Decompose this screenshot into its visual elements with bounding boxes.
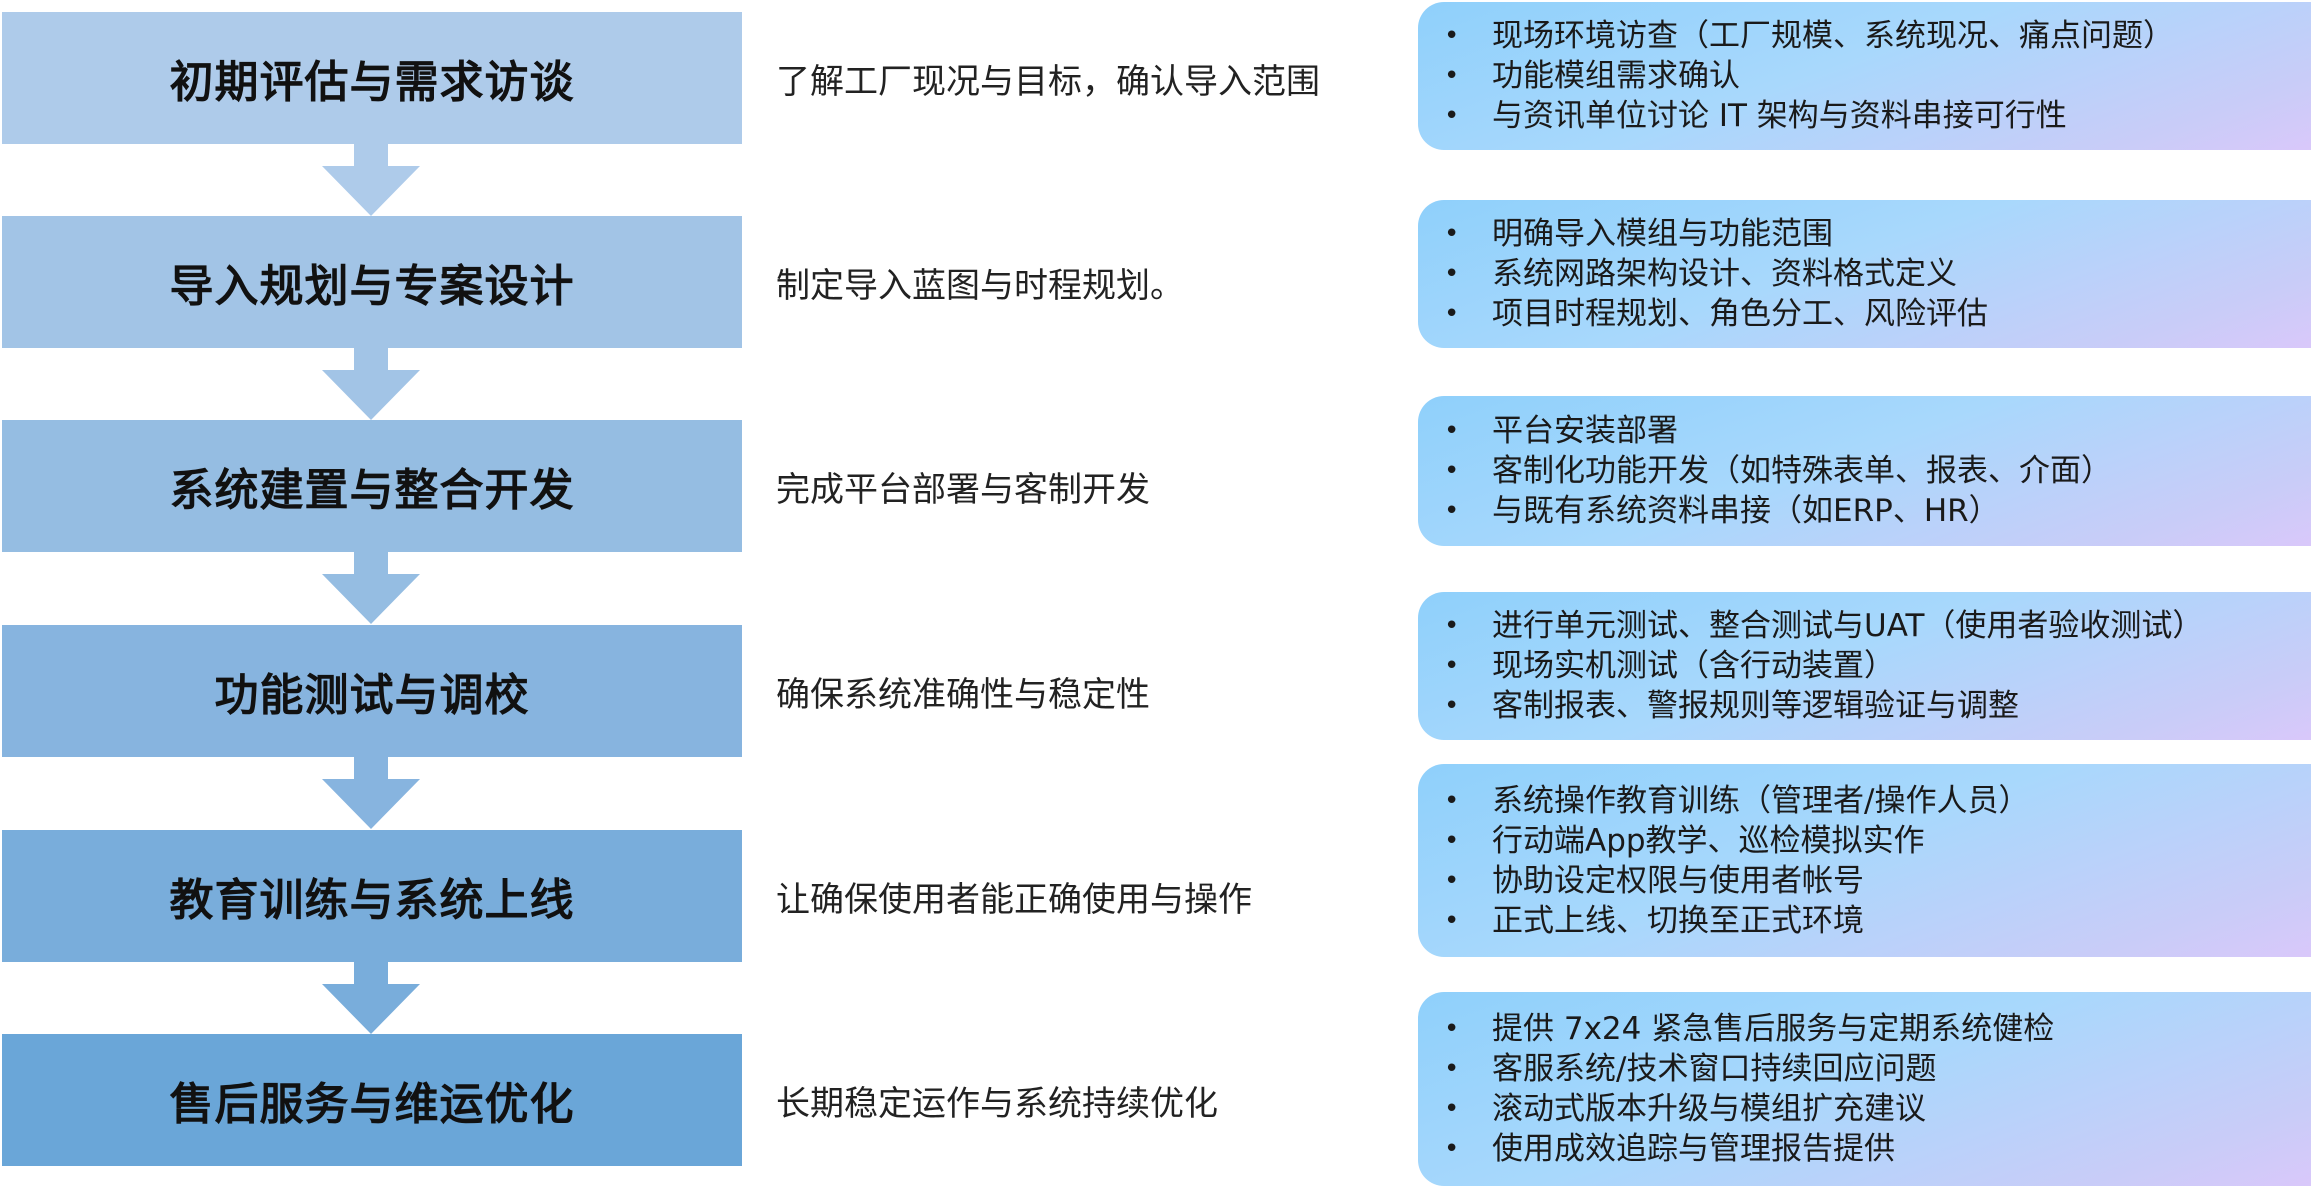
details-list-item: • 系统网路架构设计、资料格式定义 xyxy=(1444,254,2311,294)
details-item-text: 明确导入模组与功能范围 xyxy=(1492,216,1833,252)
bullet-icon: • xyxy=(1444,825,1460,856)
details-list-item: • 行动端App教学、巡检模拟实作 xyxy=(1444,821,2311,861)
bullet-icon: • xyxy=(1444,905,1460,936)
details-list-item: • 系统操作教育训练（管理者/操作人员） xyxy=(1444,781,2311,821)
details-item-text: 行动端App教学、巡检模拟实作 xyxy=(1492,822,1925,859)
details-list-item: • 客制报表、警报规则等逻辑验证与调整 xyxy=(1444,686,2311,726)
details-item-text: 与既有系统资料串接（如ERP、HR） xyxy=(1492,493,2000,529)
details-item-text: 进行单元测试、整合测试与UAT（使用者验收测试） xyxy=(1492,608,2204,644)
step-details-card: • 提供 7x24 紧急售后服务与定期系统健检 • 客服系统/技术窗口持续回应问题 • 滚… xyxy=(1418,992,2311,1186)
details-list: • 提供 7x24 紧急售后服务与定期系统健检 • 客服系统/技术窗口持续回应问题 • 滚… xyxy=(1444,1009,2311,1169)
step-description: 完成平台部署与客制开发 xyxy=(776,469,1150,510)
details-item-text: 功能模组需求确认 xyxy=(1492,58,1740,94)
bullet-icon: • xyxy=(1444,456,1460,486)
step-description: 了解工厂现况与目标，确认导入范围 xyxy=(776,61,1320,102)
details-item-text: 滚动式版本升级与模组扩充建议 xyxy=(1492,1091,1926,1127)
step-details-card: • 明确导入模组与功能范围 • 系统网路架构设计、资料格式定义 • 项目时程规划、角色分工… xyxy=(1418,200,2311,348)
step-box: 售后服务与维运优化 xyxy=(2,1034,742,1166)
details-list-item: • 协助设定权限与使用者帐号 xyxy=(1444,861,2311,901)
bullet-icon: • xyxy=(1444,259,1460,289)
step-box: 教育训练与系统上线 xyxy=(2,830,742,962)
details-item-text: 提供 7x24 紧急售后服务与定期系统健检 xyxy=(1492,1011,2055,1047)
details-list-item: • 与既有系统资料串接（如ERP、HR） xyxy=(1444,491,2311,531)
details-list-item: • 滚动式版本升级与模组扩充建议 xyxy=(1444,1089,2311,1129)
details-item-text: 客制报表、警报规则等逻辑验证与调整 xyxy=(1492,688,2019,724)
bullet-icon: • xyxy=(1444,1014,1460,1044)
details-list: • 明确导入模组与功能范围 • 系统网路架构设计、资料格式定义 • 项目时程规划、角色分工… xyxy=(1444,214,2311,334)
step-box: 功能测试与调校 xyxy=(2,625,742,757)
step-details-card: • 平台安装部署 • 客制化功能开发（如特殊表单、报表、介面） • 与既有系统资料串接（如… xyxy=(1418,396,2311,546)
details-list-item: • 客制化功能开发（如特殊表单、报表、介面） xyxy=(1444,451,2311,491)
details-list-item: • 现场实机测试（含行动装置） xyxy=(1444,646,2311,686)
details-item-text: 与资讯单位讨论 IT 架构与资料串接可行性 xyxy=(1492,98,2067,134)
step-title: 售后服务与维运优化 xyxy=(169,1079,575,1130)
details-list-item: • 明确导入模组与功能范围 xyxy=(1444,214,2311,254)
details-list-item: • 使用成效追踪与管理报告提供 xyxy=(1444,1129,2311,1169)
details-list-item: • 提供 7x24 紧急售后服务与定期系统健检 xyxy=(1444,1009,2311,1049)
step-description: 让确保使用者能正确使用与操作 xyxy=(776,879,1252,920)
bullet-icon: • xyxy=(1444,1054,1460,1084)
step-description: 制定导入蓝图与时程规划。 xyxy=(776,265,1184,306)
details-list: •进行单元测试、整合测试与UAT（使用者验收测试）•现场实机测试（含行动装置）•… xyxy=(1444,606,2311,726)
bullet-icon: • xyxy=(1444,101,1460,131)
details-item-text: 协助设定权限与使用者帐号 xyxy=(1492,862,1864,899)
bullet-icon: • xyxy=(1444,651,1460,681)
down-arrow-icon xyxy=(322,757,420,829)
step-title: 教育训练与系统上线 xyxy=(169,875,575,926)
step-title: 初期评估与需求访谈 xyxy=(169,57,575,108)
details-list-item: • 进行单元测试、整合测试与UAT（使用者验收测试） xyxy=(1444,606,2311,646)
step-title: 系统建置与整合开发 xyxy=(169,465,575,516)
down-arrow-icon xyxy=(322,962,420,1034)
details-item-text: 平台安装部署 xyxy=(1492,413,1678,449)
details-list-item: • 与资讯单位讨论 IT 架构与资料串接可行性 xyxy=(1444,96,2311,136)
details-list: • 平台安装部署 • 客制化功能开发（如特殊表单、报表、介面） • 与既有系统资料串接（如… xyxy=(1444,411,2311,531)
details-item-text: 现场环境访查（工厂规模、系统现况、痛点问题） xyxy=(1492,18,2174,54)
details-item-text: 使用成效追踪与管理报告提供 xyxy=(1492,1131,1895,1167)
bullet-icon: • xyxy=(1444,299,1460,329)
step-description: 确保系统准确性与稳定性 xyxy=(776,674,1150,715)
step-description: 长期稳定运作与系统持续优化 xyxy=(776,1083,1218,1124)
step-details-card: • 系统操作教育训练（管理者/操作人员） • 行动端App教学、巡检模拟实作 • 协助设定… xyxy=(1418,764,2311,957)
step-box: 导入规划与专案设计 xyxy=(2,216,742,348)
details-list-item: • 项目时程规划、角色分工、风险评估 xyxy=(1444,294,2311,334)
step-box: 系统建置与整合开发 xyxy=(2,420,742,552)
details-item-text: 现场实机测试（含行动装置） xyxy=(1492,648,1895,684)
details-list: • 系统操作教育训练（管理者/操作人员） • 行动端App教学、巡检模拟实作 • 协助设定… xyxy=(1444,781,2311,941)
details-item-text: 客服系统/技术窗口持续回应问题 xyxy=(1492,1051,1937,1087)
details-item-text: 系统网路架构设计、资料格式定义 xyxy=(1492,256,1957,292)
bullet-icon: • xyxy=(1444,611,1460,641)
bullet-icon: • xyxy=(1444,865,1460,896)
bullet-icon: • xyxy=(1444,219,1460,249)
details-list-item: • 正式上线、切换至正式环境 xyxy=(1444,901,2311,941)
bullet-icon: • xyxy=(1444,496,1460,526)
bullet-icon: • xyxy=(1444,416,1460,446)
bullet-icon: • xyxy=(1444,61,1460,91)
bullet-icon: • xyxy=(1444,785,1460,816)
step-title: 导入规划与专案设计 xyxy=(169,261,575,312)
down-arrow-icon xyxy=(322,144,420,216)
details-list-item: • 平台安装部署 xyxy=(1444,411,2311,451)
bullet-icon: • xyxy=(1444,1094,1460,1124)
step-box: 初期评估与需求访谈 xyxy=(2,12,742,144)
details-list: • 现场环境访查（工厂规模、系统现况、痛点问题） • 功能模组需求确认 • 与资讯单位讨论… xyxy=(1444,16,2311,136)
bullet-icon: • xyxy=(1444,691,1460,721)
details-item-text: 客制化功能开发（如特殊表单、报表、介面） xyxy=(1492,453,2112,489)
bullet-icon: • xyxy=(1444,1134,1460,1164)
details-list-item: • 现场环境访查（工厂规模、系统现况、痛点问题） xyxy=(1444,16,2311,56)
down-arrow-icon xyxy=(322,552,420,624)
step-details-card: • 现场环境访查（工厂规模、系统现况、痛点问题） • 功能模组需求确认 • 与资讯单位讨论… xyxy=(1418,2,2311,150)
details-item-text: 正式上线、切换至正式环境 xyxy=(1492,902,1864,939)
step-title: 功能测试与调校 xyxy=(214,670,530,721)
step-details-card: •进行单元测试、整合测试与UAT（使用者验收测试）•现场实机测试（含行动装置）•… xyxy=(1418,592,2311,740)
details-item-text: 系统操作教育训练（管理者/操作人员） xyxy=(1492,782,2030,819)
bullet-icon: • xyxy=(1444,21,1460,51)
down-arrow-icon xyxy=(322,348,420,420)
details-list-item: • 客服系统/技术窗口持续回应问题 xyxy=(1444,1049,2311,1089)
details-item-text: 项目时程规划、角色分工、风险评估 xyxy=(1492,296,1988,332)
details-list-item: • 功能模组需求确认 xyxy=(1444,56,2311,96)
